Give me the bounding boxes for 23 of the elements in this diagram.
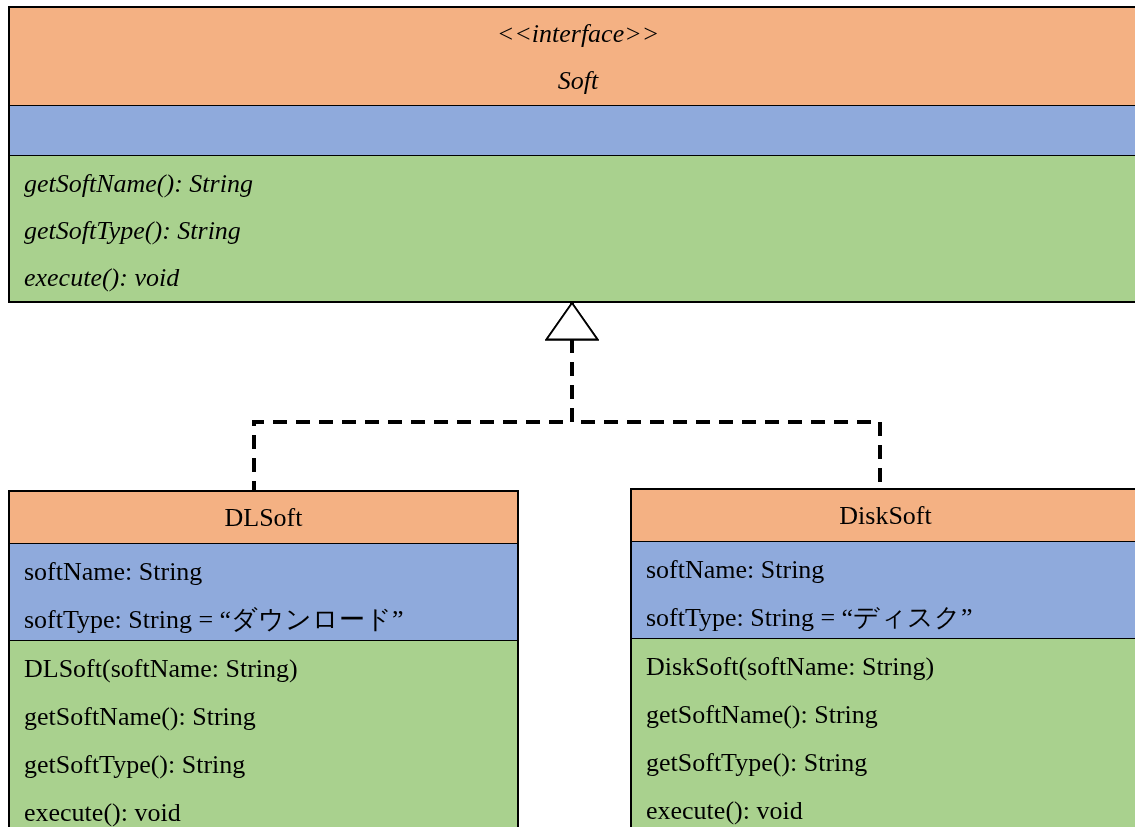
attribute: softType: String = “ディスク” [646,602,973,634]
method: execute(): void [24,797,181,827]
attribute: softName: String [646,554,825,586]
class-box [630,488,1135,827]
attribute: softName: String [24,556,203,588]
method: DLSoft(softName: String) [24,653,298,685]
method: getSoftName(): String [24,701,256,733]
method: DiskSoft(softName: String) [646,651,935,683]
method: getSoftType(): String [24,215,241,247]
interface-box [8,6,1135,303]
class-box [8,490,519,827]
method: execute(): void [24,262,180,294]
method: getSoftName(): String [646,699,878,731]
method: getSoftName(): String [24,168,253,200]
attribute: softType: String = “ダウンロード” [24,604,404,636]
method: execute(): void [646,795,803,827]
attribute-section [10,105,1135,155]
method: getSoftType(): String [24,749,246,781]
method: getSoftType(): String [646,747,868,779]
class-name: Soft [557,64,599,97]
stereotype: <<interface>> [496,17,660,50]
class-name: DiskSoft [839,499,932,532]
class-name: DLSoft [224,501,303,534]
